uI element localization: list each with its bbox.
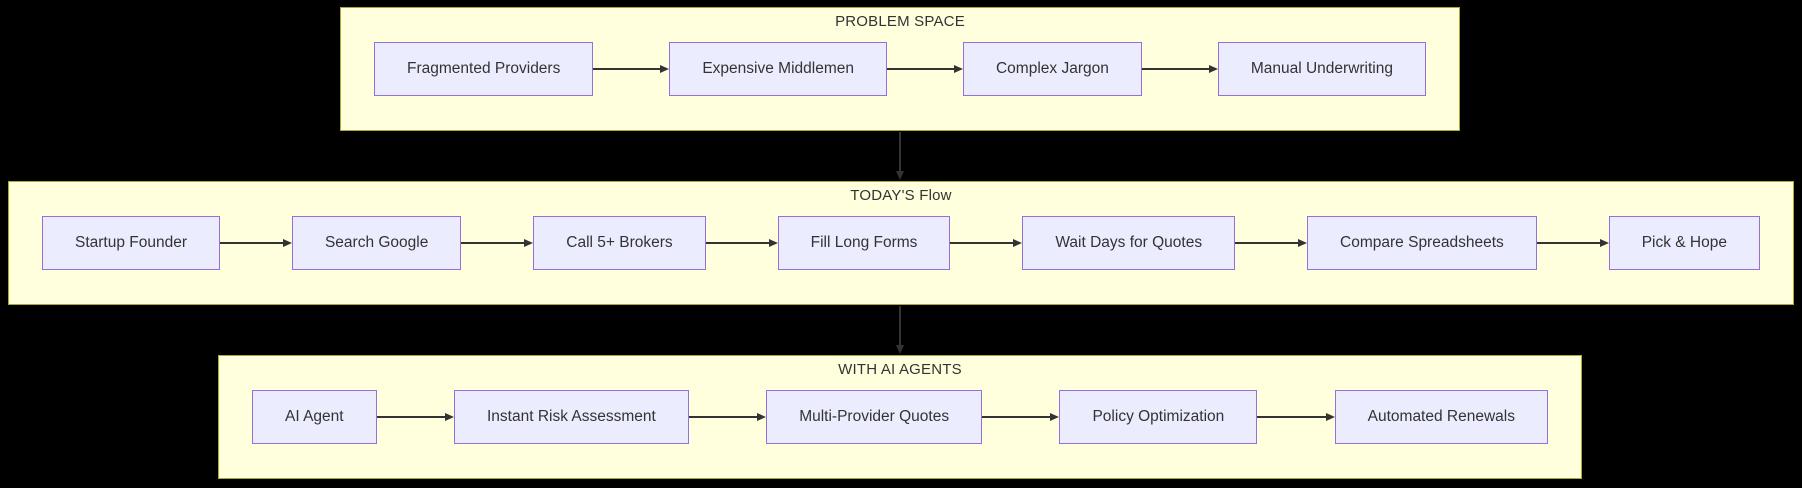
node-ai-agent: AI Agent (252, 390, 377, 444)
node-wait-days-for-quotes: Wait Days for Quotes (1022, 216, 1236, 270)
arrow-right-icon (705, 239, 778, 247)
arrow-right-icon (461, 239, 534, 247)
node-automated-renewals: Automated Renewals (1334, 390, 1548, 444)
subgraph-with-ai-agents-title: WITH AI AGENTS (838, 361, 962, 378)
arrow-right-icon (688, 413, 767, 421)
arrow-down-icon (894, 306, 906, 354)
node-policy-optimization: Policy Optimization (1059, 390, 1258, 444)
node-call-5-brokers: Call 5+ Brokers (533, 216, 706, 270)
arrow-right-icon (982, 413, 1060, 421)
arrow-right-icon (220, 239, 292, 247)
node-instant-risk-assessment: Instant Risk Assessment (453, 390, 689, 444)
node-manual-underwriting: Manual Underwriting (1217, 42, 1426, 96)
subgraph-todays-flow: TODAY'S Flow Startup Founder Search Goog… (8, 181, 1794, 305)
subgraph-todays-flow-row: Startup Founder Search Google Call 5+ Br… (9, 182, 1793, 304)
node-fill-long-forms: Fill Long Forms (777, 216, 951, 270)
node-expensive-middlemen: Expensive Middlemen (669, 42, 887, 96)
arrow-down-icon (894, 132, 906, 180)
arrow-right-icon (376, 413, 454, 421)
subgraph-with-ai-agents: WITH AI AGENTS AI Agent Instant Risk Ass… (218, 355, 1582, 479)
subgraph-problem-space-title: PROBLEM SPACE (835, 13, 965, 30)
arrow-right-icon (593, 65, 670, 73)
subgraph-problem-space: PROBLEM SPACE Fragmented Providers Expen… (340, 7, 1460, 131)
node-compare-spreadsheets: Compare Spreadsheets (1307, 216, 1537, 270)
node-pick-and-hope: Pick & Hope (1608, 216, 1760, 270)
node-startup-founder: Startup Founder (42, 216, 221, 270)
subgraph-todays-flow-title: TODAY'S Flow (850, 187, 952, 204)
arrow-right-icon (1257, 413, 1335, 421)
arrow-right-icon (1536, 239, 1609, 247)
subgraph-problem-space-row: Fragmented Providers Expensive Middlemen… (341, 8, 1459, 130)
node-multi-provider-quotes: Multi-Provider Quotes (766, 390, 983, 444)
arrow-right-icon (1235, 239, 1308, 247)
node-fragmented-providers: Fragmented Providers (374, 42, 594, 96)
node-complex-jargon: Complex Jargon (962, 42, 1142, 96)
arrow-right-icon (886, 65, 963, 73)
subgraph-with-ai-agents-row: AI Agent Instant Risk Assessment Multi-P… (219, 356, 1581, 478)
node-search-google: Search Google (291, 216, 462, 270)
arrow-right-icon (950, 239, 1023, 247)
arrow-right-icon (1141, 65, 1218, 73)
